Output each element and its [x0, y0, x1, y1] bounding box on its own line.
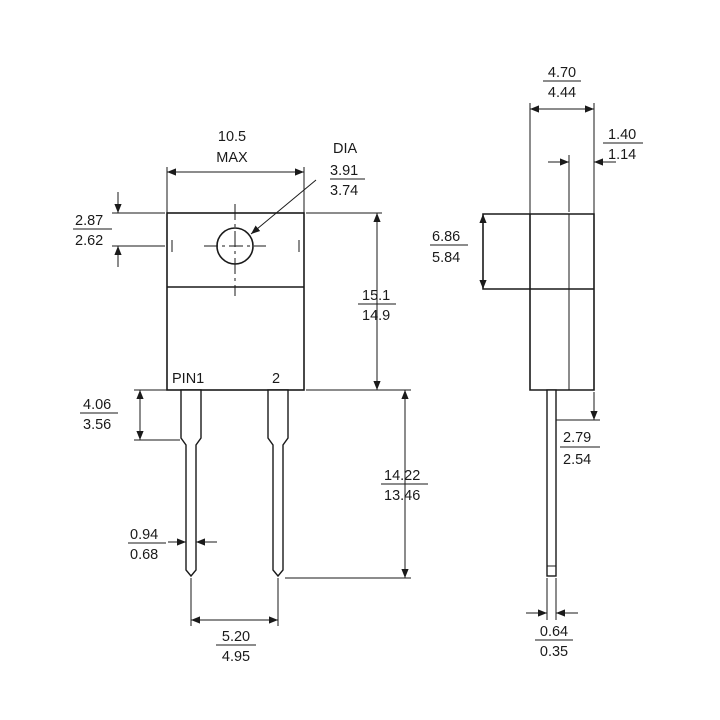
- hole-dia-lower: 3.74: [330, 183, 358, 199]
- lead-shoulder-lower: 3.56: [83, 417, 111, 433]
- lead-offset-upper: 2.79: [563, 430, 591, 446]
- hole-dia-upper: 3.91: [330, 163, 358, 179]
- dim-body-thickness: 4.70 4.44: [529, 65, 595, 214]
- body-height-lower: 14.9: [362, 308, 390, 324]
- body-thickness-lower: 4.44: [548, 85, 576, 101]
- mounting-hole: [204, 204, 266, 296]
- lead-offset-lower: 2.54: [563, 452, 591, 468]
- lead-pitch-lower: 4.95: [222, 649, 250, 665]
- dim-lead-length: 14.22 13.46: [285, 389, 428, 579]
- tab-step-upper: 6.86: [432, 229, 460, 245]
- dim-lead-pitch: 5.20 4.95: [190, 578, 279, 665]
- front-view: PIN1 2 10.5 MAX DIA 3.91 3.74 2.87 2.62: [73, 129, 428, 665]
- lead-shoulder-upper: 4.06: [83, 397, 111, 413]
- pin2-label: 2: [272, 371, 280, 387]
- lead-length-lower: 13.46: [384, 488, 420, 504]
- body-width-lower: MAX: [216, 150, 248, 166]
- dim-hole-position: 2.87 2.62: [73, 192, 165, 267]
- tab-thickness-upper: 1.40: [608, 127, 636, 143]
- lead-pin-1: [180, 389, 202, 578]
- dim-lead-shoulder: 4.06 3.56: [80, 389, 180, 441]
- body-width-upper: 10.5: [218, 129, 246, 145]
- dim-lead-thickness: 0.64 0.35: [526, 578, 578, 660]
- dim-tab-thickness: 1.40 1.14: [548, 127, 643, 212]
- lead-pitch-upper: 5.20: [222, 629, 250, 645]
- lead-width-lower: 0.68: [130, 547, 158, 563]
- tab-step-lower: 5.84: [432, 250, 460, 266]
- side-body: [482, 213, 595, 391]
- lead-width-upper: 0.94: [130, 527, 158, 543]
- lead-length-upper: 14.22: [384, 468, 420, 484]
- dim-tab-step: 6.86 5.84: [430, 214, 487, 289]
- dim-body-height: 15.1 14.9: [306, 212, 396, 391]
- dim-lead-offset: 2.79 2.54: [556, 392, 600, 468]
- hole-dia-label: DIA: [333, 141, 358, 157]
- lead-thickness-lower: 0.35: [540, 644, 568, 660]
- tab-thickness-lower: 1.14: [608, 147, 636, 163]
- lead-pin-2: [267, 389, 289, 578]
- lead-thickness-upper: 0.64: [540, 624, 568, 640]
- dim-body-width: 10.5 MAX: [166, 129, 305, 213]
- hole-position-lower: 2.62: [75, 233, 103, 249]
- body-thickness-upper: 4.70: [548, 65, 576, 81]
- body-height-upper: 15.1: [362, 288, 390, 304]
- dim-lead-width: 0.94 0.68: [128, 527, 217, 563]
- dim-hole-diameter: DIA 3.91 3.74: [250, 141, 365, 235]
- side-lead: [546, 389, 557, 577]
- side-view: 4.70 4.44 1.40 1.14 6.86 5.84 2.79 2.54: [430, 65, 643, 660]
- pin1-label: PIN1: [172, 371, 204, 387]
- hole-position-upper: 2.87: [75, 213, 103, 229]
